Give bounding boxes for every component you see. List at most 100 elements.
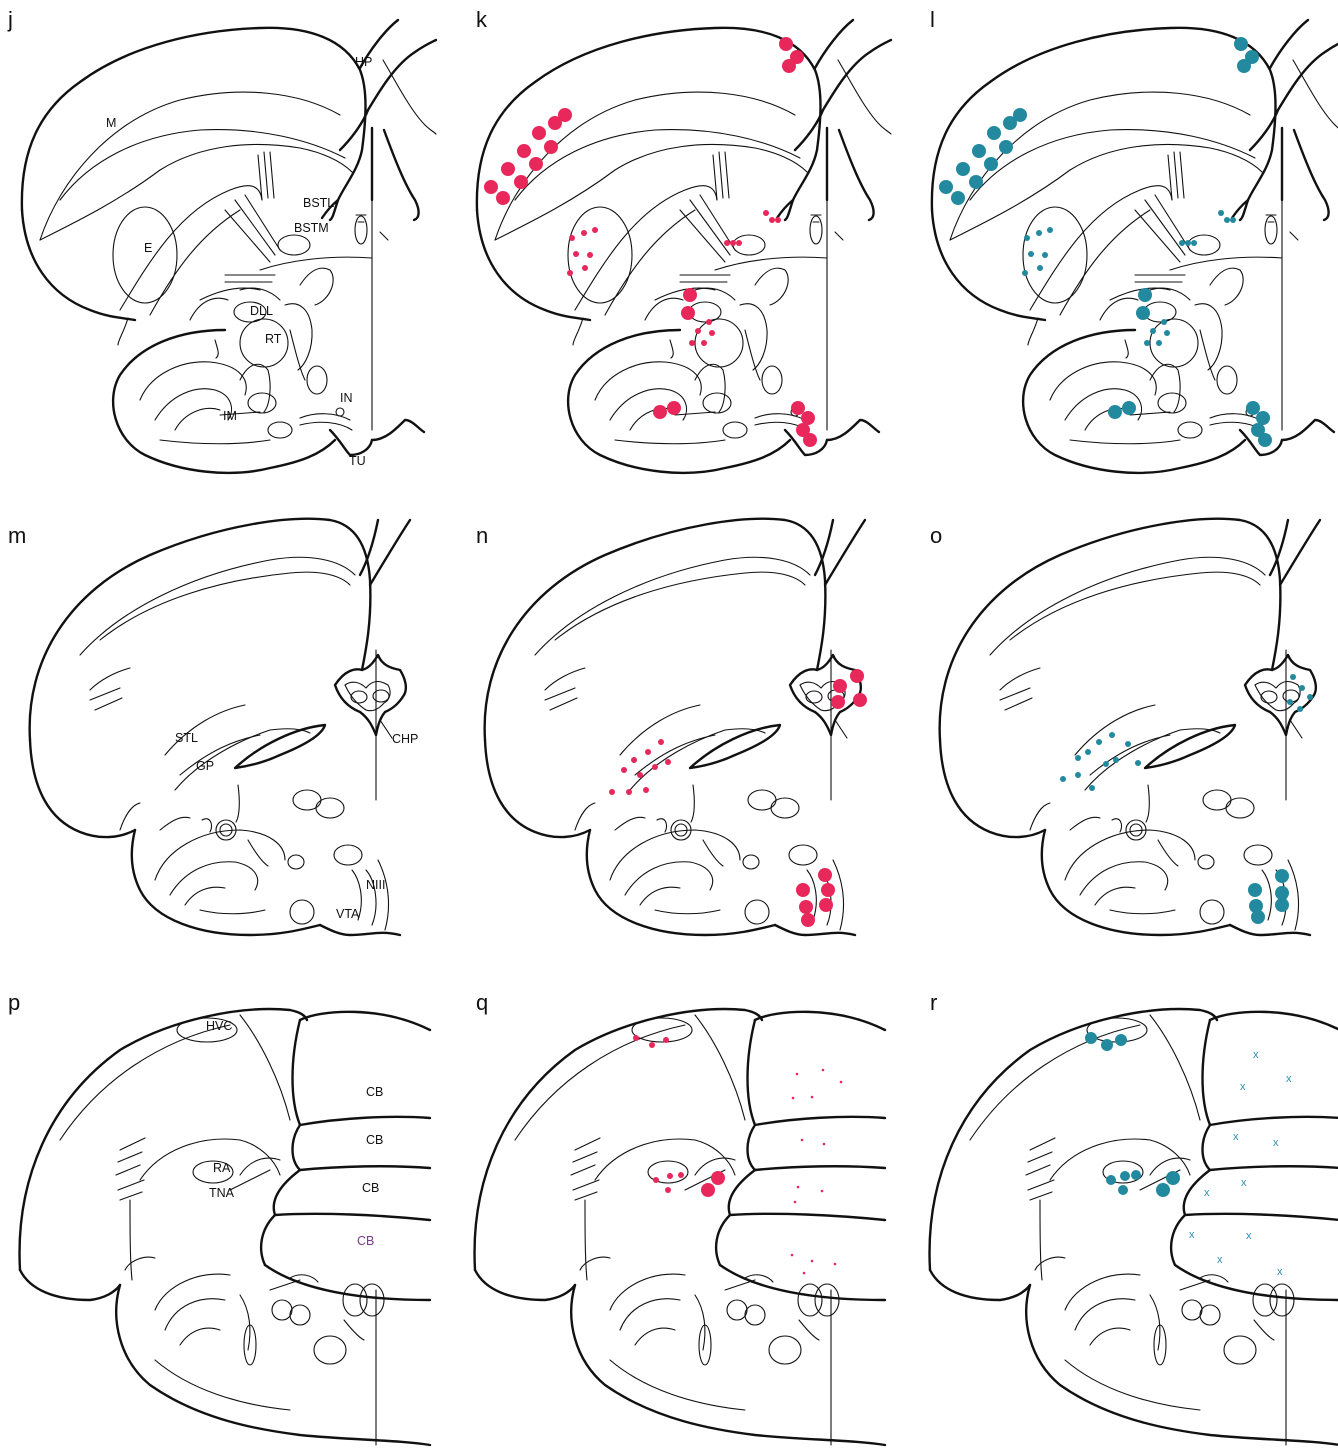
- region-label-cb-2: CB: [366, 1133, 383, 1147]
- label-dot: [736, 240, 742, 246]
- label-dot: [1125, 741, 1131, 747]
- label-dot: [1138, 288, 1152, 302]
- cross-mark: x: [1273, 1137, 1279, 1149]
- label-dot: [1156, 1183, 1170, 1197]
- label-dot: [582, 265, 588, 271]
- section-outline-r: [930, 1009, 1338, 1445]
- label-dot: [1120, 1171, 1130, 1181]
- label-dot: [1191, 240, 1197, 246]
- label-dot: [763, 210, 769, 216]
- label-dot: [803, 1272, 806, 1275]
- label-dot: [782, 59, 796, 73]
- label-dot: [633, 1035, 639, 1041]
- label-dot: [658, 739, 664, 745]
- region-label-bstl: BSTL: [303, 196, 334, 210]
- panel-k: k: [476, 7, 891, 473]
- label-dot: [987, 126, 1001, 140]
- label-dot: [609, 789, 615, 795]
- label-dot: [1234, 37, 1248, 51]
- panel-label-k: k: [476, 7, 488, 32]
- label-dot: [1246, 401, 1260, 415]
- region-label-dll: DLL: [250, 304, 273, 318]
- label-dot: [1089, 785, 1095, 791]
- label-dot: [999, 140, 1013, 154]
- label-dot: [1103, 761, 1109, 767]
- label-dot: [514, 175, 528, 189]
- label-dot: [791, 401, 805, 415]
- label-dot: [794, 1201, 797, 1204]
- section-outline-q: [475, 1009, 885, 1445]
- label-dot: [678, 1172, 684, 1178]
- region-label-bstm: BSTM: [294, 221, 329, 235]
- label-dot: [730, 240, 736, 246]
- panel-label-j: j: [7, 7, 13, 32]
- label-dot: [1075, 772, 1081, 778]
- label-dot: [663, 1037, 669, 1043]
- label-dot: [791, 1254, 794, 1257]
- label-dot: [1275, 898, 1289, 912]
- label-dot: [645, 749, 651, 755]
- panel-label-p: p: [8, 990, 20, 1015]
- label-dot: [1047, 227, 1053, 233]
- label-dot: [1122, 401, 1136, 415]
- region-label-ra: RA: [213, 1161, 231, 1175]
- section-outline-k: [477, 20, 891, 473]
- label-dot: [1230, 217, 1236, 223]
- label-dot: [796, 883, 810, 897]
- label-dot: [1037, 265, 1043, 271]
- label-dot: [1237, 59, 1251, 73]
- panel-label-l: l: [930, 7, 935, 32]
- label-dot: [1299, 685, 1305, 691]
- label-dot: [532, 126, 546, 140]
- label-dot: [1118, 1185, 1128, 1195]
- label-dot: [831, 695, 845, 709]
- cross-mark: x: [1253, 1049, 1259, 1061]
- label-dot: [544, 140, 558, 154]
- panel-label-n: n: [476, 523, 488, 548]
- label-dot: [951, 191, 965, 205]
- label-dot: [1144, 340, 1150, 346]
- cross-mark: x: [1217, 1254, 1223, 1266]
- region-label-im: IM: [223, 409, 237, 423]
- label-dot: [1024, 235, 1030, 241]
- label-dot: [969, 175, 983, 189]
- region-label-hp: HP: [355, 55, 372, 69]
- label-dot: [643, 787, 649, 793]
- label-dot: [701, 1183, 715, 1197]
- section-outline-p: [20, 1009, 430, 1445]
- label-dot: [695, 328, 701, 334]
- panel-label-q: q: [476, 990, 488, 1015]
- label-dot: [626, 789, 632, 795]
- region-label-chp: CHP: [392, 732, 418, 746]
- label-dot: [1106, 1175, 1116, 1185]
- label-dot: [689, 340, 695, 346]
- label-dot: [1185, 240, 1191, 246]
- label-dot: [484, 180, 498, 194]
- label-dot: [984, 157, 998, 171]
- label-dot: [706, 319, 712, 325]
- label-dot: [1251, 910, 1265, 924]
- label-dot: [792, 1097, 795, 1100]
- label-dot: [1150, 328, 1156, 334]
- label-dot: [822, 1069, 825, 1072]
- label-dot: [811, 1096, 814, 1099]
- panel-r: rxxxxxxxxxxx: [930, 990, 1338, 1445]
- region-label-niii: NIII: [366, 878, 385, 892]
- label-dot: [1161, 319, 1167, 325]
- label-dot: [823, 1143, 826, 1146]
- cross-mark: x: [1204, 1187, 1210, 1199]
- label-dot: [1156, 340, 1162, 346]
- label-dot: [501, 162, 515, 176]
- region-label-cb-3: CB: [362, 1181, 379, 1195]
- label-dot: [592, 227, 598, 233]
- label-dot: [681, 306, 695, 320]
- label-dot: [1256, 411, 1270, 425]
- cross-mark: x: [1246, 1230, 1252, 1242]
- region-label-rt: RT: [265, 332, 282, 346]
- label-dot: [956, 162, 970, 176]
- label-dot: [1108, 405, 1122, 419]
- label-dot: [811, 1260, 814, 1263]
- label-dot: [801, 411, 815, 425]
- label-dot: [801, 913, 815, 927]
